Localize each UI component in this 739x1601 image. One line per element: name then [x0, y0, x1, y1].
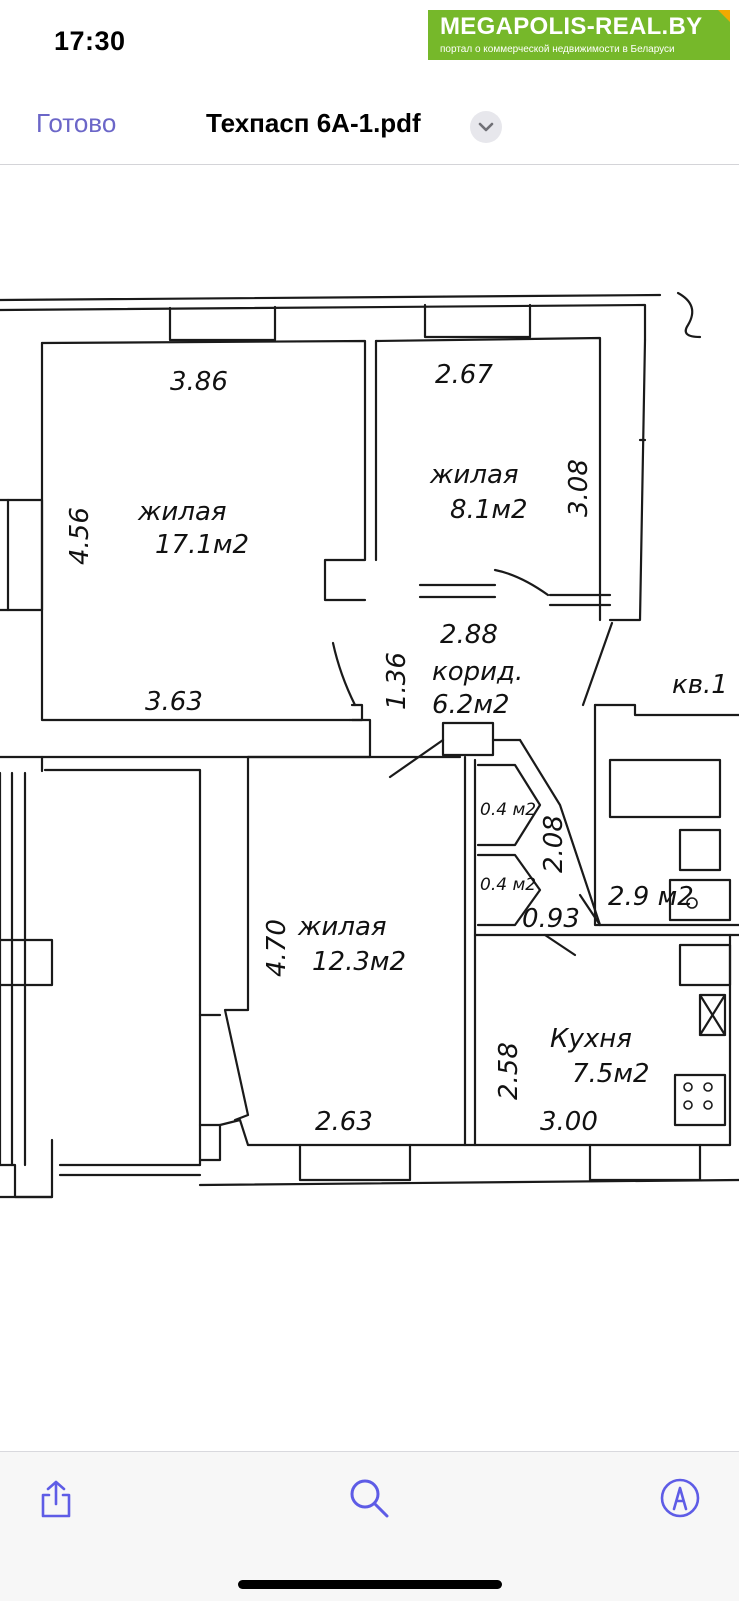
nav-divider — [0, 164, 739, 165]
label-room2-name: жилая — [429, 460, 519, 490]
dim-corridor-left: 1.36 — [382, 652, 412, 710]
label-corridor-name: корид. — [432, 657, 523, 687]
label-kitchen-name: Кухня — [550, 1024, 632, 1054]
share-icon[interactable] — [34, 1476, 78, 1520]
label-neighbor-apartment: кв.1 — [672, 670, 728, 700]
search-icon[interactable] — [347, 1476, 391, 1520]
dim-room1-left: 4.56 — [65, 507, 95, 565]
watermark-logo: MEGAPOLIS-REAL.BY портал о коммерческой … — [428, 10, 730, 60]
label-room1-area: 17.1м2 — [155, 530, 249, 560]
dim-room3-left: 4.70 — [262, 919, 292, 977]
dim-room1-bottom: 3.63 — [145, 687, 203, 717]
dim-corridor-top: 2.88 — [440, 620, 498, 650]
label-kitchen-area: 7.5м2 — [572, 1059, 650, 1089]
floor-plan-document: 3.86 жилая 17.1м2 4.56 3.63 2.67 жилая 8… — [0, 165, 739, 1450]
watermark-tagline: портал о коммерческой недвижимости в Бел… — [440, 44, 675, 55]
dim-kitchen-bottom: 3.00 — [540, 1107, 598, 1137]
label-room3-area: 12.3м2 — [312, 947, 406, 977]
dim-room2-right: 3.08 — [564, 459, 594, 517]
label-room3-name: жилая — [297, 912, 387, 942]
watermark-corner — [718, 10, 730, 24]
markup-icon[interactable] — [658, 1476, 702, 1520]
label-room2-area: 8.1м2 — [450, 495, 528, 525]
done-button[interactable]: Готово — [36, 108, 117, 138]
dim-kitchen-left: 2.58 — [494, 1042, 524, 1100]
document-title[interactable]: Техпасп 6А-1.pdf — [206, 108, 421, 138]
floor-plan-drawing: 3.86 жилая 17.1м2 4.56 3.63 2.67 жилая 8… — [0, 291, 739, 1199]
label-room1-name: жилая — [137, 497, 227, 527]
dim-closet-bottom: 0.93 — [522, 904, 580, 934]
dim-room1-top: 3.86 — [170, 367, 228, 397]
label-closet2-area: 0.4 м2 — [480, 875, 536, 895]
status-bar-time: 17:30 — [54, 26, 126, 56]
chevron-down-icon[interactable] — [470, 111, 502, 143]
label-closet1-area: 0.4 м2 — [480, 800, 536, 820]
bottom-toolbar — [0, 1451, 739, 1601]
dim-room2-top: 2.67 — [435, 360, 493, 390]
label-bathroom-area: 2.9 м2 — [608, 882, 694, 912]
home-indicator — [238, 1580, 502, 1589]
label-corridor-area: 6.2м2 — [432, 690, 510, 720]
watermark-site: MEGAPOLIS-REAL.BY — [440, 13, 703, 40]
dim-closet-side: 2.08 — [539, 815, 569, 873]
dim-room3-bottom: 2.63 — [315, 1107, 373, 1137]
